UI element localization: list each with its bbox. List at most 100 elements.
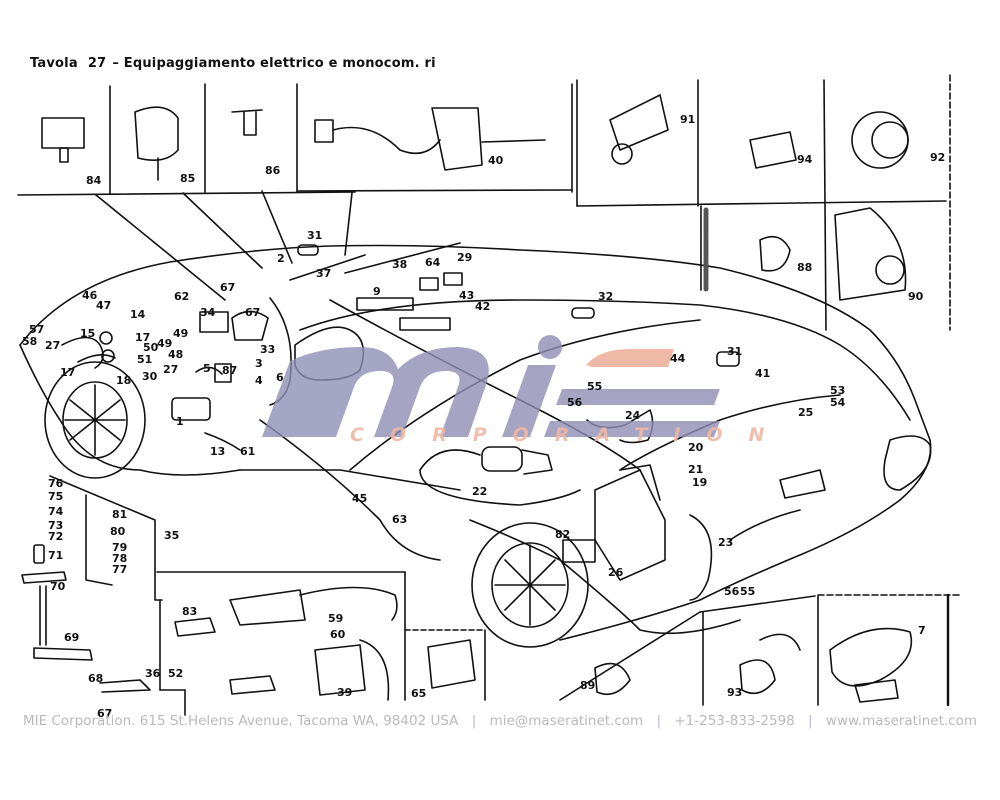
part-callout-21: 21: [688, 463, 704, 476]
relay-84: [41, 117, 85, 149]
part-callout-76: 76: [48, 477, 64, 490]
switch-body: [229, 589, 306, 626]
part-callout-67: 67: [245, 306, 261, 319]
part-callout-32: 32: [598, 290, 614, 303]
front-wheel: [44, 361, 146, 479]
part-callout-26: 26: [608, 566, 624, 579]
part-callout-30: 30: [142, 370, 158, 383]
part-callout-33: 33: [260, 343, 276, 356]
pump: [214, 363, 232, 383]
part-callout-43: 43: [459, 289, 475, 302]
part-callout-29: 29: [457, 251, 473, 264]
part-callout-2: 2: [277, 252, 285, 265]
part-callout-93: 93: [727, 686, 743, 699]
title-separator: –: [112, 56, 120, 71]
part-callout-1: 1: [176, 415, 184, 428]
part-callout-52: 52: [168, 667, 184, 680]
part-callout-51: 51: [137, 353, 153, 366]
part-callout-27: 27: [45, 339, 61, 352]
part-callout-35: 35: [164, 529, 180, 542]
relay-64: [419, 277, 439, 291]
connector-40: [314, 119, 334, 143]
switch-89: [594, 662, 631, 696]
sensor-93: [739, 659, 776, 695]
part-callout-92: 92: [930, 151, 946, 164]
part-callout-67: 67: [97, 707, 113, 720]
part-callout-64: 64: [425, 256, 441, 269]
part-callout-6: 6: [276, 371, 284, 384]
relay-29: [443, 272, 463, 286]
part-callout-54: 54: [830, 396, 846, 409]
socket-86: [231, 109, 263, 136]
part-callout-62: 62: [174, 290, 190, 303]
part-callout-63: 63: [392, 513, 408, 526]
footer-website-link[interactable]: www.maseratinet.com: [825, 713, 977, 729]
part-callout-58: 58: [22, 335, 38, 348]
part-callout-78: 78: [112, 552, 128, 565]
part-callout-38: 38: [392, 258, 408, 271]
part-callout-20: 20: [688, 441, 704, 454]
switch-90-housing: [834, 207, 907, 301]
part-callout-13: 13: [210, 445, 226, 458]
part-callout-73: 73: [48, 519, 64, 532]
footer-separator: |: [471, 713, 477, 729]
part-callout-48: 48: [168, 348, 184, 361]
part-callout-25: 25: [798, 406, 814, 419]
part-callout-59: 59: [328, 612, 344, 625]
footer-phone[interactable]: +1-253-833-2598: [674, 713, 795, 729]
part-callout-77: 77: [112, 563, 128, 576]
starter-motor: [419, 446, 581, 506]
part-callout-61: 61: [240, 445, 256, 458]
part-callout-37: 37: [316, 267, 332, 280]
part-callout-79: 79: [112, 541, 128, 554]
part-callout-5: 5: [203, 362, 211, 375]
part-callout-60: 60: [330, 628, 346, 641]
inset-frame-top-left: [17, 83, 573, 196]
part-callout-53: 53: [830, 384, 846, 397]
sensor-92: [851, 111, 909, 169]
lamp-31-rear: [716, 351, 740, 367]
switch-lever-39: [229, 675, 276, 695]
part-callout-9: 9: [373, 285, 381, 298]
part-callout-57: 57: [29, 323, 45, 336]
lower-left-assembly: [21, 475, 186, 716]
part-callout-49: 49: [157, 337, 173, 350]
part-callout-86: 86: [265, 164, 281, 177]
footer-address: MIE Corporation. 615 St.Helens Avenue, T…: [22, 713, 459, 729]
part-callout-18: 18: [116, 374, 132, 387]
rear-wheel: [471, 522, 589, 648]
part-callout-36: 36: [145, 667, 161, 680]
part-callout-46: 46: [82, 289, 98, 302]
battery: [594, 464, 666, 581]
part-callout-49: 49: [173, 327, 189, 340]
fuse-box: [399, 317, 451, 331]
part-callout-3: 3: [255, 357, 263, 370]
part-callout-39: 39: [337, 686, 353, 699]
part-callout-41: 41: [755, 367, 771, 380]
part-callout-65: 65: [411, 687, 427, 700]
part-callout-84: 84: [86, 174, 102, 187]
side-mirror-7: [829, 627, 913, 687]
part-callout-15: 15: [80, 327, 96, 340]
inset-frame-top-right: [576, 74, 951, 331]
part-callout-7: 7: [918, 624, 926, 637]
footer-email-link[interactable]: mie@maseratinet.com: [489, 713, 644, 729]
part-callout-14: 14: [130, 308, 146, 321]
part-callout-31: 31: [727, 345, 743, 358]
regulator-82: [562, 539, 596, 563]
footer-separator: |: [808, 713, 813, 729]
part-callout-47: 47: [96, 299, 112, 312]
part-callout-17: 17: [60, 366, 76, 379]
part-callout-68: 68: [88, 672, 104, 685]
part-callout-91: 91: [680, 113, 696, 126]
wiper-arm: [289, 254, 366, 281]
column-switch-40: [431, 107, 483, 171]
fuse-box-9: [356, 297, 414, 311]
part-callout-69: 69: [64, 631, 80, 644]
part-callout-44: 44: [670, 352, 686, 365]
part-callout-34: 34: [200, 306, 216, 319]
part-callout-50: 50: [143, 341, 159, 354]
part-callout-55: 55: [587, 380, 603, 393]
part-callout-74: 74: [48, 505, 64, 518]
lamp-31: [297, 244, 319, 256]
